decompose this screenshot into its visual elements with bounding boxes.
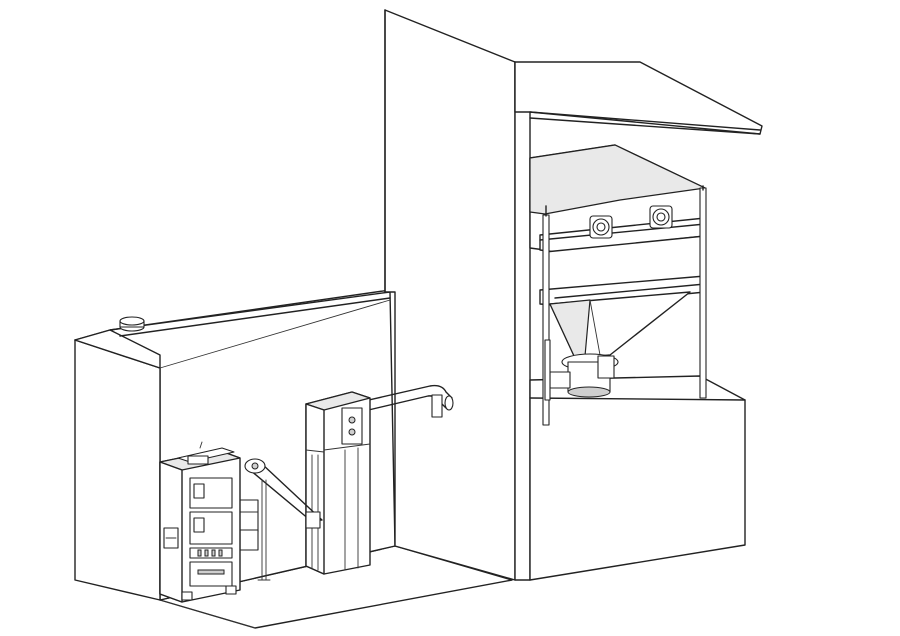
- silo-cone: [549, 291, 691, 359]
- bulk-silo: [529, 144, 707, 426]
- nameplate-marks: [197, 549, 223, 557]
- silo-roof: [514, 61, 763, 135]
- burner: [235, 499, 259, 551]
- silo-legs: [542, 185, 707, 426]
- boiler: [159, 441, 241, 603]
- roof-vent-cap: [119, 316, 145, 332]
- pellet-hopper: [305, 391, 371, 575]
- dividing-wall: [384, 9, 531, 581]
- silo-room: [529, 375, 746, 581]
- pneumatic-pipe: [359, 384, 454, 418]
- fill-coupling-2: [649, 205, 673, 229]
- silo-outlet: [549, 353, 619, 398]
- fill-coupling-1: [589, 215, 613, 239]
- feed-auger: [244, 458, 323, 581]
